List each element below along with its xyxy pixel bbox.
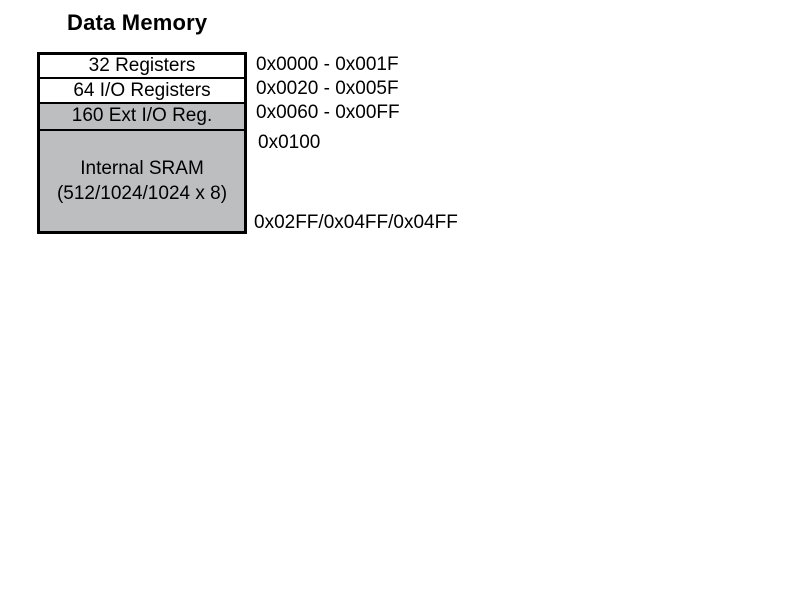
address-160-ext-io: 0x0060 - 0x00FF (256, 102, 400, 123)
memory-map: 32 Registers 64 I/O Registers 160 Ext I/… (37, 52, 247, 234)
sram-label-line1: Internal SRAM (80, 158, 204, 179)
region-32-registers: 32 Registers (40, 55, 244, 79)
address-sram-end: 0x02FF/0x04FF/0x04FF (254, 212, 458, 233)
region-160-ext-io: 160 Ext I/O Reg. (40, 104, 244, 131)
address-sram-start: 0x0100 (258, 132, 321, 153)
address-64-io-registers: 0x0020 - 0x005F (256, 78, 399, 99)
sram-label-line2: (512/1024/1024 x 8) (56, 183, 228, 204)
region-64-io-registers: 64 I/O Registers (40, 79, 244, 104)
page-title: Data Memory (67, 10, 208, 35)
region-internal-sram: Internal SRAM (512/1024/1024 x 8) (40, 156, 244, 206)
address-32-registers: 0x0000 - 0x001F (256, 54, 399, 75)
